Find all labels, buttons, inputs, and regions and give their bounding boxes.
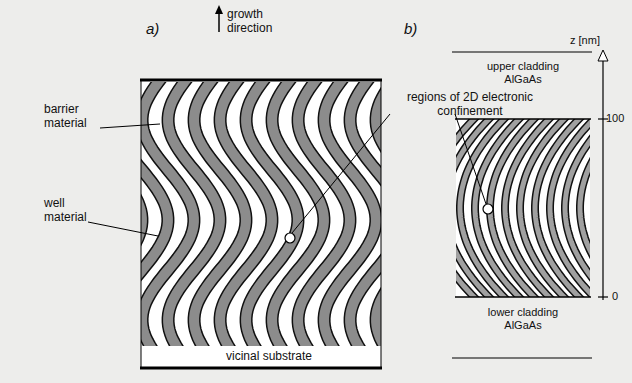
stripe <box>376 82 381 346</box>
well-barrier-stripes <box>141 82 381 346</box>
cladding-line <box>452 51 592 52</box>
label: vicinal substrate <box>214 348 324 364</box>
leader-line <box>100 124 160 128</box>
axis-tick <box>598 296 608 297</box>
label: regions of 2D electronic confinement <box>390 90 550 118</box>
label: 100 <box>606 112 630 125</box>
confinement-marker <box>483 204 493 214</box>
confinement-marker <box>285 233 295 243</box>
stripe <box>580 119 590 297</box>
label: lower cladding AlGaAs <box>468 306 578 332</box>
label: 0 <box>612 290 626 303</box>
panel-b-edge <box>455 118 591 120</box>
stripe <box>580 119 590 297</box>
panel-a-side <box>141 80 142 368</box>
label: z [nm] <box>570 34 618 47</box>
label: barrier material <box>44 102 104 130</box>
well-barrier-stripes <box>456 119 590 297</box>
label: a) <box>146 20 176 37</box>
stripe <box>376 82 381 346</box>
top-edge <box>140 79 382 82</box>
z-axis <box>602 58 603 300</box>
growth-arrowhead <box>215 5 223 14</box>
growth-arrow <box>218 12 220 32</box>
label: growth direction <box>227 7 297 35</box>
leader-line <box>455 114 486 204</box>
panel-b-edge <box>455 296 591 298</box>
leader-line <box>292 114 390 233</box>
label: well material <box>44 196 94 224</box>
panel-a-side <box>381 80 382 368</box>
z-arrowhead <box>598 50 608 61</box>
cladding-line <box>452 357 592 358</box>
label: upper cladding AlGaAs <box>468 60 578 86</box>
substrate-edge <box>140 367 382 370</box>
leader-line <box>88 222 158 236</box>
label: b) <box>404 20 434 37</box>
